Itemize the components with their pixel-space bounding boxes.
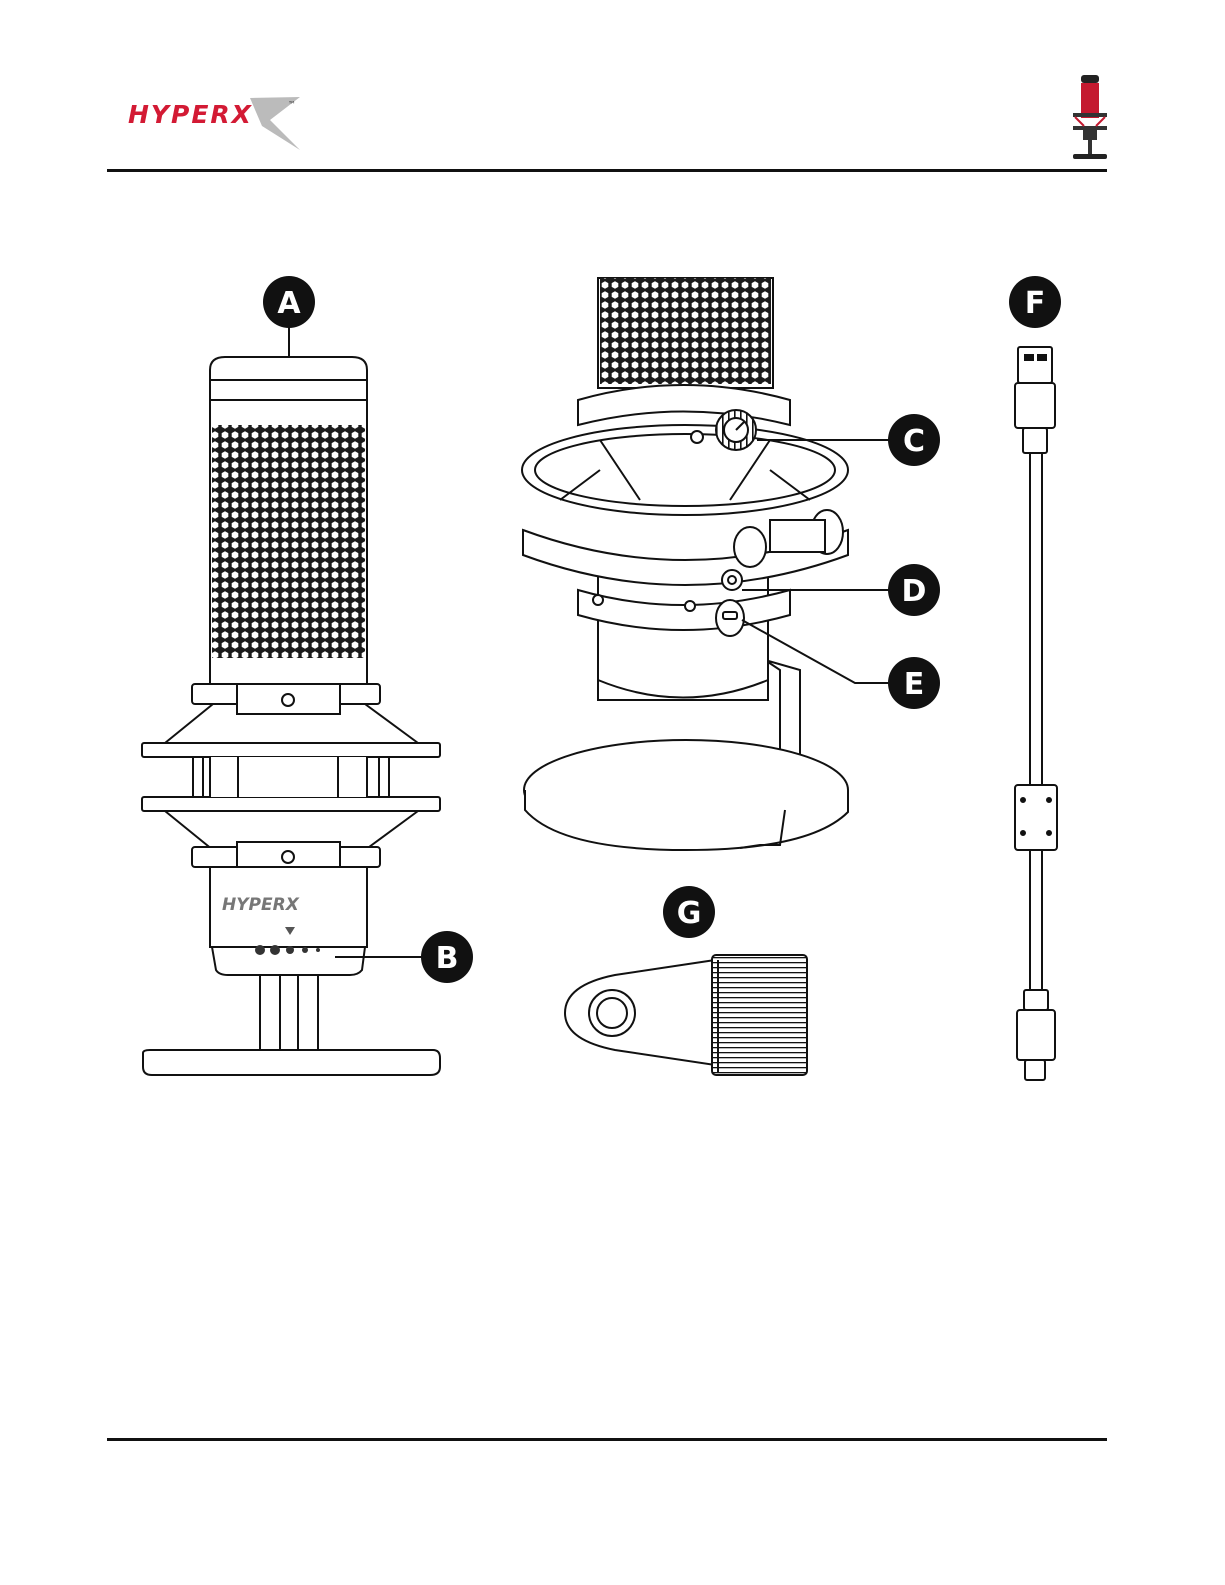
microphone-rear-view xyxy=(522,278,848,850)
callout-d-letter: D xyxy=(902,574,927,609)
callout-d-badge: D xyxy=(888,564,940,616)
callout-e-letter: E xyxy=(904,667,925,702)
hyperx-logo-text: HYPERX xyxy=(128,100,253,129)
usb-cable xyxy=(1015,347,1057,1080)
body-logo-text: HYPERX xyxy=(222,895,300,915)
callout-e-badge: E xyxy=(888,657,940,709)
callout-g-badge: G xyxy=(663,886,715,938)
microphone-thumbnail-icon xyxy=(1073,75,1107,159)
callout-a-badge: A xyxy=(263,276,315,328)
callout-g-letter: G xyxy=(677,896,702,931)
callout-b-badge: B xyxy=(421,931,473,983)
callout-b-letter: B xyxy=(436,941,459,976)
callout-c-badge: C xyxy=(888,414,940,466)
hyperx-logo-tm: ™ xyxy=(288,100,296,109)
hyperx-logo: HYPERX ™ xyxy=(128,97,300,150)
callout-f-letter: F xyxy=(1025,286,1046,321)
callout-a-letter: A xyxy=(277,286,301,321)
callout-f-badge: F xyxy=(1009,276,1061,328)
callout-c-letter: C xyxy=(903,424,925,459)
microphone-front-view: HYPERX xyxy=(142,357,440,1075)
mount-adapter xyxy=(565,955,807,1075)
